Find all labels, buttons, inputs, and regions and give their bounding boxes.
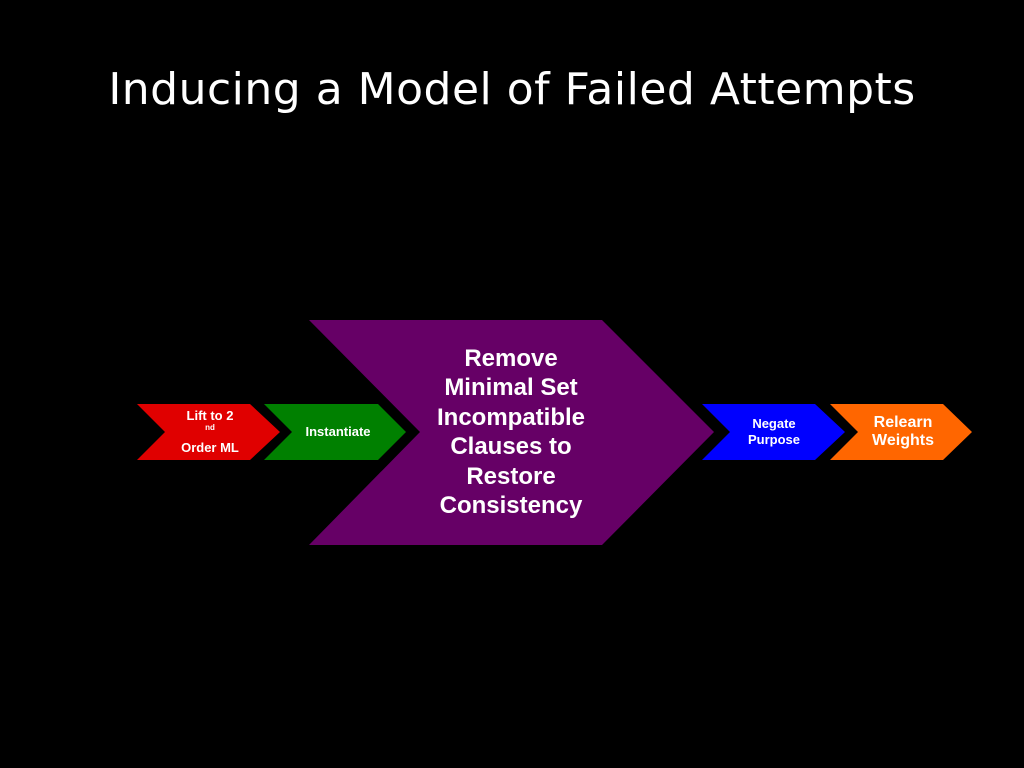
step-3-line: Consistency	[439, 492, 583, 519]
step-3-line: Restore	[466, 462, 556, 490]
step-5-label: Relearn Weights	[853, 412, 953, 452]
step-3-line: Remove	[464, 344, 558, 372]
step-3-line: Minimal Set	[444, 374, 578, 401]
chevron-remove-minimal-set	[309, 320, 714, 545]
step-2-label: Instantiate	[288, 412, 388, 452]
chevron-instantiate	[264, 404, 406, 460]
step-5-line: Weights	[872, 432, 934, 449]
step-4-label: Negate Purpose	[724, 412, 824, 452]
step-2-text: Instantiate	[305, 424, 371, 439]
step-4-line: Purpose	[747, 432, 800, 447]
step-3-line: Incompatible	[436, 403, 586, 431]
chevron-lift-to-2nd-order-ml	[137, 404, 280, 460]
step-4-line: Negate	[752, 416, 796, 431]
step-5-line: Relearn	[873, 414, 933, 431]
chevron-relearn-weights	[830, 404, 972, 460]
step-1-text-line2: Order ML	[181, 440, 239, 455]
step-3-label: Remove Minimal Set Incompatible Clauses …	[411, 342, 611, 522]
chevron-negate-purpose	[702, 404, 845, 460]
step-1-text-line1: Lift to 2	[186, 408, 234, 423]
step-1-superscript: nd	[205, 422, 215, 432]
step-3-line: Clauses to	[450, 433, 572, 460]
slide-title: Inducing a Model of Failed Attempts	[108, 64, 916, 115]
